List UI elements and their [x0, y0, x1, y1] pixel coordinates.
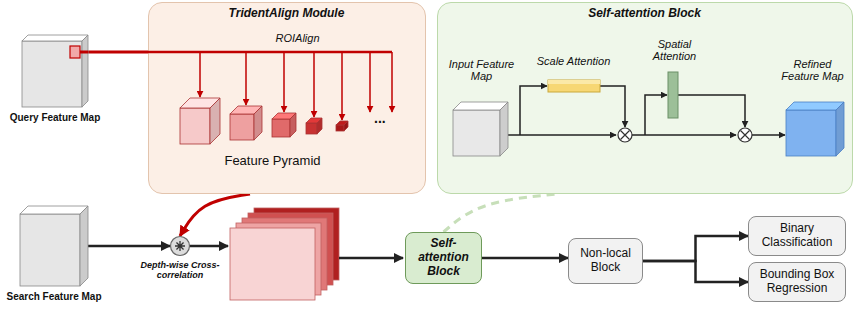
connector — [444, 194, 558, 232]
multiply-symbol — [738, 128, 752, 142]
roi-line — [80, 51, 88, 54]
roialign-arrow — [341, 52, 343, 120]
module-panel: TridentAlign ModuleROIAlignFeature Pyram… — [148, 2, 426, 194]
node-illustration — [645, 38, 705, 120]
attention-box: Self-attention Block — [405, 232, 482, 284]
feature-map-node: Spatial Attention — [645, 38, 705, 120]
roialign-arrow — [283, 52, 285, 112]
node-title: Self-attention Block — [410, 237, 477, 278]
roialign-arrow — [313, 52, 315, 117]
feature-map-node: Depth-wise Cross-correlation — [170, 236, 190, 256]
block-panel: Input Feature Map Scale Attention Spatial … — [437, 2, 853, 194]
connector — [180, 194, 250, 236]
arrow-line — [600, 86, 625, 127]
node-title: Self-attention Block — [588, 7, 701, 21]
search-map-cube — [20, 206, 88, 286]
feature-map-node: Query Feature Map — [22, 35, 88, 107]
pyramid-level — [272, 113, 296, 137]
refined-map-cube — [786, 102, 844, 156]
arrow-line — [752, 134, 785, 136]
input-map-cube — [453, 102, 508, 156]
correlation-feature-stack — [230, 208, 339, 300]
arrow-line — [339, 257, 403, 260]
ellipsis-label: ... — [374, 110, 386, 126]
node-title: Search Feature Map — [6, 291, 101, 303]
connector — [88, 245, 170, 248]
correlation-symbol — [171, 237, 190, 256]
node-title: Input Feature Map — [449, 58, 515, 83]
query-map-cube — [22, 35, 88, 107]
pyramid-level — [180, 98, 220, 144]
node-title: Binary Classification — [753, 222, 841, 250]
feature-map-node: Search Feature Map — [20, 206, 88, 286]
pyramid-level — [306, 118, 322, 134]
node-title: Bounding Box Regression — [753, 268, 841, 296]
output-box: Binary Classification — [748, 216, 846, 256]
node-text: Feature Pyramid — [224, 154, 320, 169]
connector — [88, 51, 148, 54]
arrow-line — [645, 95, 667, 135]
node-title: Query Feature Map — [10, 112, 101, 124]
node-illustration — [170, 236, 190, 256]
node-title: Non-local Block — [573, 247, 638, 275]
connector — [482, 257, 568, 260]
pyramid-level — [336, 121, 348, 131]
output-box: Bounding Box Regression — [748, 262, 846, 302]
arrow-line — [632, 134, 736, 136]
node-title: Refined Feature Map — [775, 58, 851, 83]
spatial-attention-bar — [668, 72, 678, 118]
feature-map-node: Scale Attention — [530, 55, 622, 97]
arrow-line — [520, 86, 547, 135]
scale-attention-bar — [548, 80, 600, 92]
bar-highlight — [548, 80, 600, 84]
arrow-line — [678, 95, 745, 127]
query-roi — [70, 46, 80, 58]
roialign-arrow — [245, 52, 247, 105]
roialign-arrow — [391, 52, 393, 112]
node-title: TridentAlign Module — [229, 7, 345, 21]
roi-line — [148, 50, 392, 53]
multiply-symbol — [618, 128, 632, 142]
pyramid-level — [230, 106, 262, 140]
node-text: ROIAlign — [275, 32, 319, 45]
node-title: Scale Attention — [537, 55, 611, 68]
node-illustration — [437, 2, 853, 194]
node-illustration — [20, 206, 88, 286]
roialign-arrow — [199, 52, 201, 97]
node-illustration — [22, 35, 88, 107]
roialign-arrow — [369, 52, 371, 112]
node-title: Spatial Attention — [645, 38, 705, 63]
process-box: Non-local Block — [568, 238, 643, 284]
connector — [643, 261, 748, 282]
arrow-line — [190, 245, 228, 248]
node-title: Depth-wise Cross-correlation — [140, 260, 220, 281]
connector — [643, 236, 748, 261]
arrow-line — [500, 134, 616, 136]
feature-map-node: Refined Feature Map — [774, 58, 852, 158]
feature-map-node: Input Feature Map — [445, 58, 520, 158]
